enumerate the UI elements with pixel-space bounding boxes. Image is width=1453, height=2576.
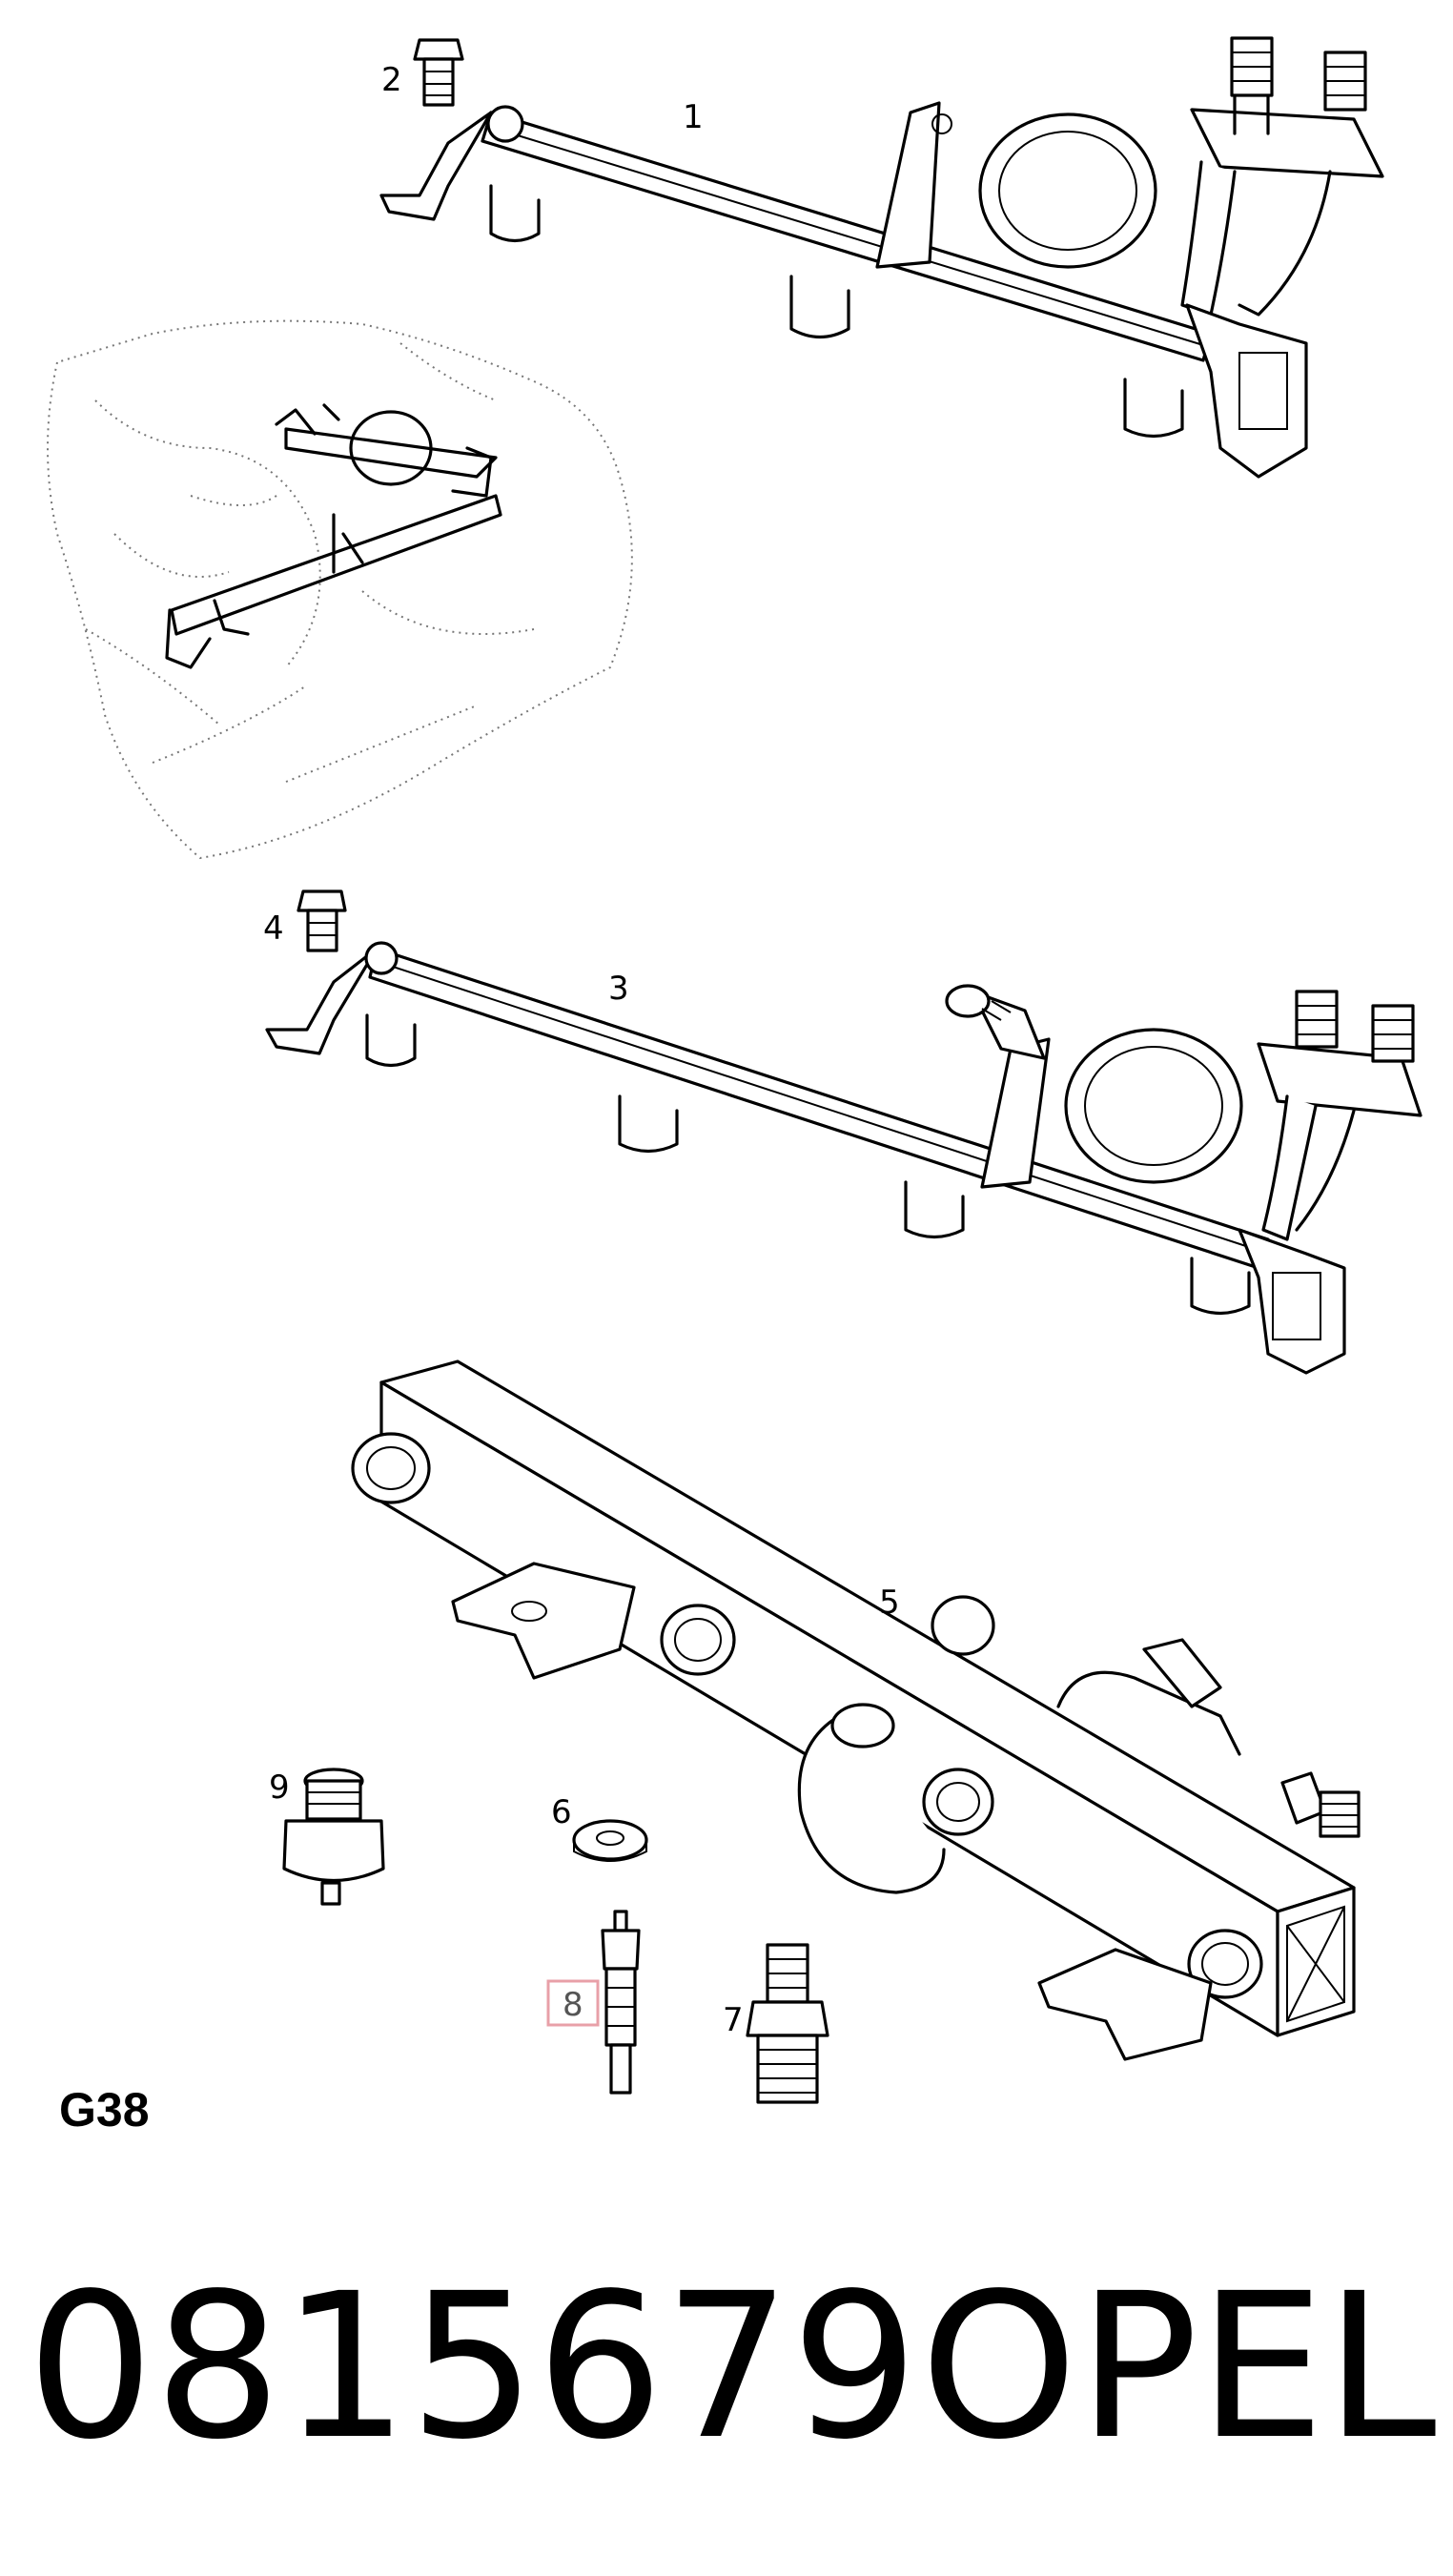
washer-part-6 bbox=[572, 1819, 648, 1862]
callout-4[interactable]: 4 bbox=[263, 910, 284, 948]
bolt-upper bbox=[413, 38, 464, 107]
fitting-part-7 bbox=[746, 1943, 829, 2104]
fuel-rail-lower bbox=[351, 1360, 1361, 2061]
fuel-rail-upper bbox=[379, 36, 1384, 479]
callout-3[interactable]: 3 bbox=[608, 970, 629, 1008]
engine-location-sketch bbox=[47, 319, 633, 860]
bolt-middle bbox=[297, 889, 347, 952]
callout-5[interactable]: 5 bbox=[879, 1584, 900, 1622]
group-code-label: G38 bbox=[59, 2083, 150, 2136]
sensor-part-9 bbox=[282, 1768, 385, 1906]
callout-7[interactable]: 7 bbox=[723, 2001, 744, 2039]
part-number: 0815679 bbox=[27, 2250, 918, 2484]
callout-2[interactable]: 2 bbox=[381, 61, 402, 99]
callout-1[interactable]: 1 bbox=[683, 98, 704, 136]
callout-6[interactable]: 6 bbox=[551, 1793, 572, 1831]
callout-8[interactable]: 8 bbox=[563, 1986, 583, 2024]
callout-9[interactable]: 9 bbox=[269, 1768, 290, 1807]
brand-name: OPEL bbox=[920, 2250, 1437, 2484]
valve-part-8 bbox=[601, 1910, 641, 2095]
callout-8-highlight bbox=[546, 1979, 600, 2027]
fuel-rail-middle bbox=[265, 941, 1422, 1375]
